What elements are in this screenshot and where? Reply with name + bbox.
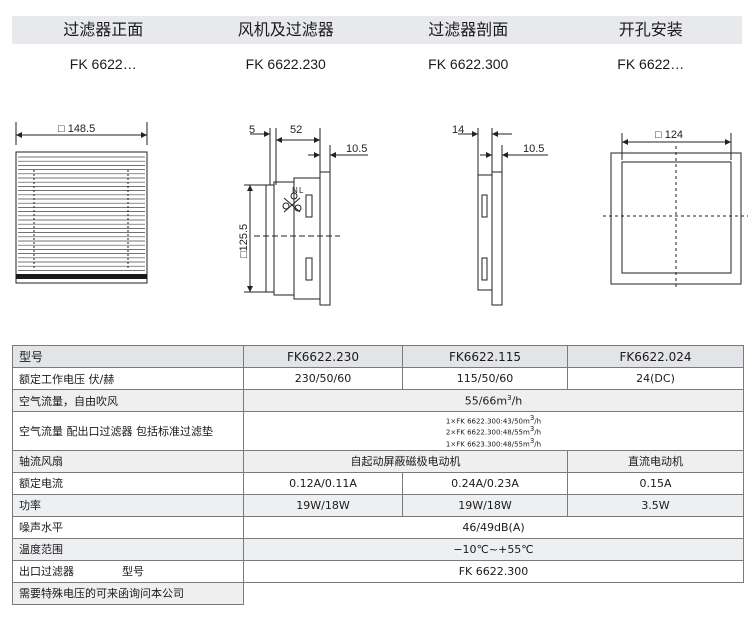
current-model-2: 0.24A/0.23A (402, 471, 568, 495)
model-section: FK 6622.300 (428, 56, 509, 72)
model-row: FK 6622… FK 6622.230 FK 6622.300 FK 6622… (12, 56, 742, 72)
row-note: 需要特殊电压的可来函询问本公司 (12, 581, 244, 605)
table-row: 功率 19W/18W 19W/18W 3.5W (12, 493, 744, 517)
table-row: 额定电流 0.12A/0.11A 0.24A/0.23A 0.15A (12, 471, 744, 495)
row-label-power: 功率 (12, 493, 244, 517)
dim-cutout: □ 124 (655, 129, 683, 141)
table-row: 温度范围 −10℃~+55℃ (12, 537, 744, 561)
dim-section-10-5: 10.5 (523, 143, 544, 155)
heading-filter-section: 过滤器剖面 (428, 20, 509, 39)
table-row: 出口过滤器型号 FK 6622.300 (12, 559, 744, 583)
fan-type-model-3: 直流电动机 (567, 449, 744, 473)
header-band: 过滤器正面 风机及过滤器 过滤器剖面 开孔安装 (12, 16, 742, 44)
dim-fan-5: 5 (249, 124, 255, 136)
power-model-2: 19W/18W (402, 493, 568, 517)
filter-front-drawing (15, 122, 148, 284)
row-label-current: 额定电流 (12, 471, 244, 495)
current-model-1: 0.12A/0.11A (243, 471, 403, 495)
heading-fan-and-filter: 风机及过滤器 (237, 20, 334, 39)
temp-value: −10℃~+55℃ (243, 537, 744, 561)
table-row: 空气流量，自由吹风 55/66m3/h (12, 389, 744, 412)
row-label-voltage: 额定工作电压 伏/赫 (12, 367, 244, 390)
row-label-fan-type: 轴流风扇 (12, 449, 244, 473)
heading-cutout-install: 开孔安装 (618, 20, 683, 39)
fan-filter-side-drawing (244, 128, 368, 306)
noise-value: 46/49dB(A) (243, 515, 744, 539)
row-label-outlet-filter: 出口过滤器型号 (12, 559, 244, 583)
model-fan-filter: FK 6622.230 (245, 56, 326, 72)
current-model-3: 0.15A (567, 471, 744, 495)
power-model-3: 3.5W (567, 493, 744, 517)
power-model-1: 19W/18W (243, 493, 403, 517)
header-model-3: FK6622.024 (567, 345, 744, 368)
table-row: 空气流量 配出口过滤器 包括标准过滤垫 1×FK 6622.300:43/50m… (12, 411, 744, 451)
row-label-airflow-outlet: 空气流量 配出口过滤器 包括标准过滤垫 (12, 411, 244, 451)
header-model-2: FK6622.115 (402, 345, 568, 368)
table-header-row: 型号 FK6622.230 FK6622.115 FK6622.024 (12, 345, 744, 368)
voltage-model-2: 115/50/60 (402, 367, 568, 390)
spec-table: 型号 FK6622.230 FK6622.115 FK6622.024 额定工作… (12, 345, 744, 605)
dim-front-width: □ 148.5 (58, 123, 95, 135)
dim-fan-52: 52 (290, 124, 302, 136)
filter-section-drawing (458, 128, 548, 306)
heading-filter-front: 过滤器正面 (63, 20, 144, 39)
voltage-model-1: 230/50/60 (243, 367, 403, 390)
voltage-model-3: 24(DC) (567, 367, 744, 390)
model-cutout: FK 6622… (617, 56, 685, 72)
technical-drawings: □ 148.5 5 52 10.5 □125.5 N L (15, 122, 748, 306)
table-row: 噪声水平 46/49dB(A) (12, 515, 744, 539)
airflow-outlet-value: 1×FK 6622.300:43/50m3/h 2×FK 6622.300:48… (243, 411, 744, 451)
row-label-temp: 温度范围 (12, 537, 244, 561)
dim-section-14: 14 (452, 124, 464, 136)
dim-fan-side-height: □125.5 (238, 224, 250, 258)
outlet-filter-value: FK 6622.300 (243, 559, 744, 583)
model-front: FK 6622… (69, 56, 137, 72)
dim-fan-10-5: 10.5 (346, 143, 367, 155)
header-model-1: FK6622.230 (243, 345, 403, 368)
row-label-airflow-free: 空气流量，自由吹风 (12, 389, 244, 412)
fan-type-model-1-2: 自起动屏蔽磁极电动机 (243, 449, 568, 473)
filter-louvers (18, 156, 145, 271)
cutout-drawing (603, 133, 748, 290)
row-label-noise: 噪声水平 (12, 515, 244, 539)
table-row: 额定工作电压 伏/赫 230/50/60 115/50/60 24(DC) (12, 367, 744, 390)
table-row: 需要特殊电压的可来函询问本公司 (12, 581, 744, 605)
note-spacer (243, 582, 744, 605)
terminal-label-n: N (292, 186, 298, 195)
header-label: 型号 (12, 345, 244, 368)
airflow-free-value: 55/66m3/h (243, 389, 744, 412)
terminal-label-l: L (299, 186, 304, 195)
table-row: 轴流风扇 自起动屏蔽磁极电动机 直流电动机 (12, 449, 744, 473)
